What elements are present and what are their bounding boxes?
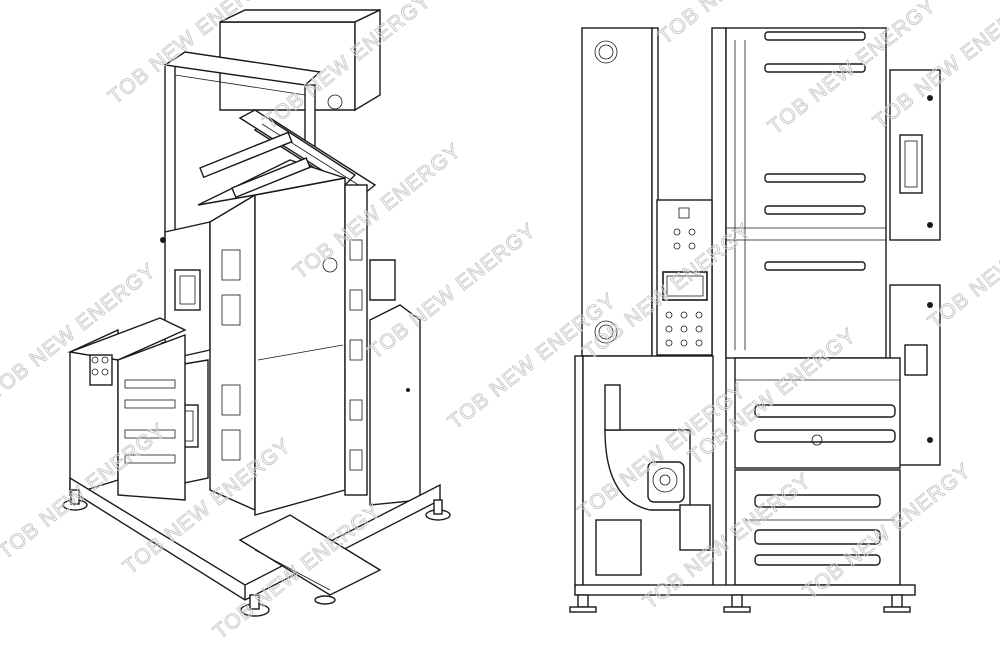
control-panel-box	[67, 317, 187, 496]
front-base	[569, 584, 916, 613]
lower-bed	[117, 333, 186, 501]
front-upper-door	[889, 69, 941, 241]
leveling-feet	[62, 489, 451, 617]
rear-cabinet	[219, 8, 381, 112]
rewind-unit	[734, 469, 901, 586]
blower-section	[582, 355, 714, 587]
front-view	[569, 27, 941, 613]
isometric-view	[62, 8, 451, 617]
chamber-interior	[209, 193, 256, 512]
drive-column	[344, 184, 368, 496]
hmi-panel	[656, 199, 713, 356]
touch-screen	[662, 271, 708, 301]
roller-stack	[725, 27, 887, 359]
base-frame	[69, 476, 441, 601]
side-electrical-box	[369, 259, 421, 506]
top-rollers	[199, 131, 311, 199]
lower-roller-unit	[734, 357, 901, 469]
